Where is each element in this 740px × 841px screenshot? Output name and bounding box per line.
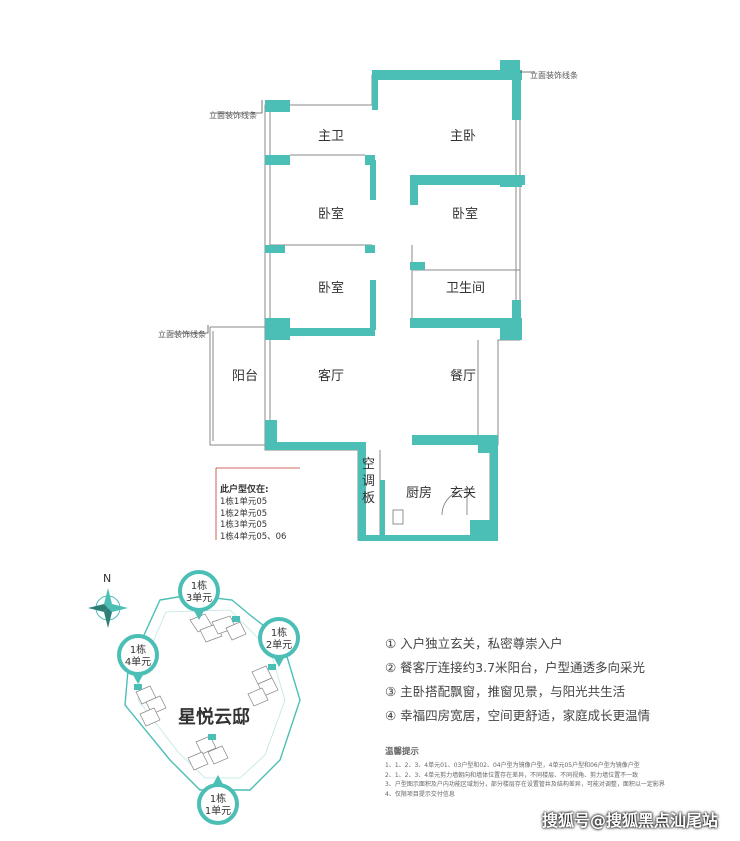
- pin-building-3-line2: 3单元: [186, 592, 212, 604]
- watermark: 搜狐号@搜狐黑点汕尾站: [541, 811, 718, 830]
- room-label-bedroom-a: 卧室: [318, 206, 344, 222]
- pin-building-4-line2: 4单元: [125, 656, 151, 668]
- unit-availability-note: 此户型仅在: 1栋1单元05 1栋2单元05 1栋3单元05 1栋4单元05、0…: [220, 482, 286, 543]
- pin-building-4: 1栋 4单元: [117, 634, 159, 684]
- tips-line: 3、户型图示面积及户内功能区域划分，部分楼层存在设置管井及结构差异，可能对调整，…: [385, 781, 665, 788]
- room-label-living-room: 客厅: [318, 368, 344, 384]
- tips-title: 温馨提示: [385, 747, 420, 757]
- unit-note-line: 1栋2单元05: [220, 508, 268, 519]
- room-label-foyer: 玄关: [450, 486, 476, 501]
- facade-label-right-top: 立面装饰线条: [530, 70, 578, 80]
- room-label-master-bedroom: 主卧: [450, 129, 476, 144]
- pin-building-3-line1: 1栋: [191, 579, 207, 592]
- feature-item: ③ 主卧搭配飘窗，推窗见景，与阳光共生活: [385, 684, 626, 699]
- tips-line: 2、1、2、3、4单元剪力墙朝向和墙体位置存在差异，不同楼层、不同视角、剪力墙位…: [385, 771, 639, 779]
- room-label-ac-panel-1: 空: [362, 457, 375, 472]
- unit-note-line: 1栋3单元05: [220, 520, 268, 530]
- pin-building-1: 1栋 1单元: [197, 775, 239, 825]
- unit-note-line: 1栋1单元05: [220, 497, 268, 507]
- pin-building-2-line1: 1栋: [271, 626, 287, 639]
- pin-building-1-line2: 1单元: [205, 805, 231, 817]
- room-label-balcony: 阳台: [232, 369, 258, 384]
- feature-item: ① 入户独立玄关，私密尊崇入户: [385, 636, 563, 651]
- pin-building-3: 1栋 3单元: [178, 570, 220, 620]
- room-label-ac-panel-3: 板: [362, 491, 375, 506]
- pin-building-2: 1栋 2单元: [258, 617, 300, 667]
- pin-building-1-line1: 1栋: [210, 792, 226, 805]
- feature-item: ② 餐客厅连接约3.7米阳台，户型通透多向采光: [385, 660, 646, 675]
- facade-label-left-top: 立面装饰线条: [209, 110, 257, 120]
- unit-note-line: 1栋4单元05、06: [220, 531, 287, 542]
- pin-building-2-line2: 2单元: [266, 639, 292, 651]
- feature-list: ① 入户独立玄关，私密尊崇入户 ② 餐客厅连接约3.7米阳台，户型通透多向采光 …: [385, 632, 725, 728]
- room-label-bedroom-b: 卧室: [452, 206, 478, 222]
- tips-section: 温馨提示 1、1、2、3、4单元01、03户型和02、04户型为镜像户型，4单元…: [385, 745, 725, 799]
- room-label-master-bath: 主卫: [318, 129, 344, 144]
- room-label-kitchen: 厨房: [406, 485, 432, 501]
- compass-icon: N: [88, 572, 128, 628]
- room-label-bathroom: 卫生间: [446, 281, 485, 296]
- site-map: N 星悦云邸: [88, 570, 301, 825]
- project-name: 星悦云邸: [178, 706, 250, 728]
- room-label-bedroom-c: 卧室: [318, 280, 344, 296]
- room-label-dining-room: 餐厅: [450, 368, 476, 384]
- feature-item: ④ 幸福四房宽居，空间更舒适，家庭成长更温情: [385, 708, 651, 723]
- room-label-ac-panel-2: 调: [362, 474, 375, 489]
- tips-line: 1、1、2、3、4单元01、03户型和02、04户型为镜像户型，4单元05户型和…: [385, 762, 640, 769]
- compass-north-label: N: [103, 572, 111, 585]
- tips-line: 4、仅限项目提示交付信息: [385, 790, 455, 798]
- pin-building-4-line1: 1栋: [130, 643, 146, 656]
- unit-note-heading: 此户型仅在:: [220, 485, 269, 495]
- facade-label-left-middle: 立面装饰线条: [158, 329, 206, 339]
